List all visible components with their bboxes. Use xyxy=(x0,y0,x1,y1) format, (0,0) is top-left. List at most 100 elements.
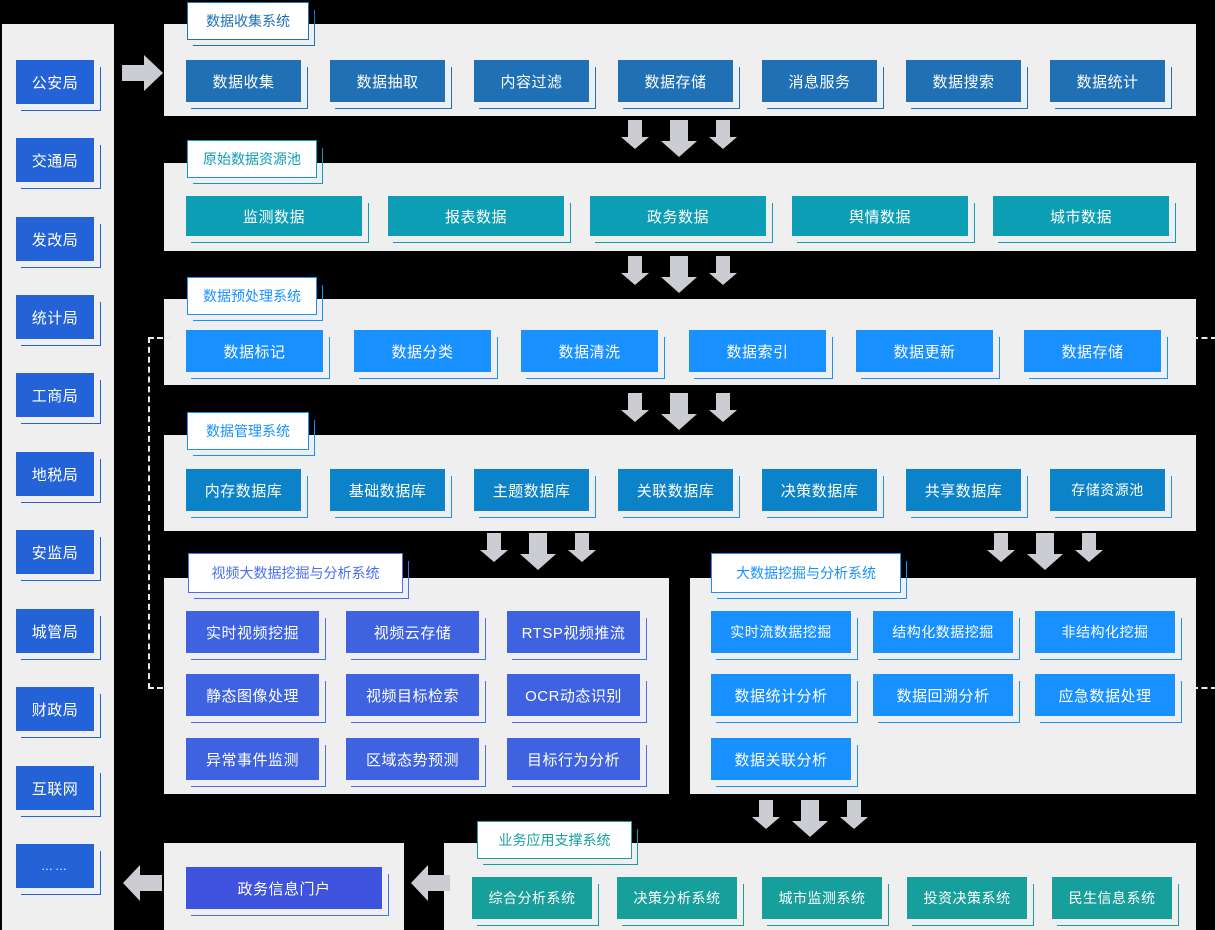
block-data-collection-0[interactable]: 数据收集 xyxy=(186,60,301,102)
sidebar-item-8[interactable]: 财政局 xyxy=(16,687,94,731)
block-video-mining-7[interactable]: 区域态势预测 xyxy=(346,738,479,780)
block-label: 民生信息系统 xyxy=(1068,890,1156,906)
block-video-mining-1[interactable]: 视频云存储 xyxy=(346,611,479,653)
block-label: 消息服务 xyxy=(788,73,851,91)
block-data-preprocess-3[interactable]: 数据索引 xyxy=(689,330,826,372)
arrow-down-icon xyxy=(839,800,869,830)
block-bigdata-mining-0[interactable]: 实时流数据挖掘 xyxy=(711,611,851,653)
block-video-mining-3[interactable]: 静态图像处理 xyxy=(186,674,319,716)
sidebar-item-9[interactable]: 互联网 xyxy=(16,766,94,810)
block-label: 数据分类 xyxy=(391,343,454,361)
block-label: 结构化数据挖掘 xyxy=(892,624,994,640)
block-raw-data-pool-4[interactable]: 城市数据 xyxy=(993,196,1169,236)
block-face xyxy=(16,60,94,104)
block-video-mining-6[interactable]: 异常事件监测 xyxy=(186,738,319,780)
block-data-preprocess-5[interactable]: 数据存储 xyxy=(1024,330,1161,372)
sidebar-item-label: 安监局 xyxy=(31,544,79,562)
block-face xyxy=(762,469,877,511)
arrow-down-icon xyxy=(708,120,738,150)
block-data-collection-4[interactable]: 消息服务 xyxy=(762,60,877,102)
block-face xyxy=(16,530,94,574)
block-business-support-2[interactable]: 城市监测系统 xyxy=(762,877,882,919)
block-label: 异常事件监测 xyxy=(205,751,299,769)
sidebar-item-2[interactable]: 发改局 xyxy=(16,217,94,261)
section-title-label: 数据预处理系统 xyxy=(203,288,301,304)
block-data-preprocess-4[interactable]: 数据更新 xyxy=(856,330,993,372)
block-face xyxy=(507,738,640,780)
block-face xyxy=(762,877,882,919)
block-video-mining-0[interactable]: 实时视频挖掘 xyxy=(186,611,319,653)
block-raw-data-pool-2[interactable]: 政务数据 xyxy=(590,196,766,236)
block-business-support-0[interactable]: 综合分析系统 xyxy=(472,877,592,919)
block-label: 共享数据库 xyxy=(924,482,1003,500)
arrow-down-icon xyxy=(620,393,650,423)
block-label: 数据存储 xyxy=(644,73,707,91)
sidebar-item-1[interactable]: 交通局 xyxy=(16,138,94,182)
sidebar-item-4[interactable]: 工商局 xyxy=(16,373,94,417)
block-data-preprocess-2[interactable]: 数据清洗 xyxy=(521,330,658,372)
block-face xyxy=(186,674,319,716)
block-face xyxy=(16,687,94,731)
section-title-label: 大数据挖掘与分析系统 xyxy=(736,565,876,581)
block-data-collection-1[interactable]: 数据抽取 xyxy=(330,60,445,102)
arrow-down-icon xyxy=(1074,533,1104,563)
block-face xyxy=(346,674,479,716)
sidebar-item-10[interactable]: …… xyxy=(16,844,94,888)
arrow-down-icon xyxy=(660,120,698,158)
block-label: 内容过滤 xyxy=(500,73,563,91)
block-data-management-3[interactable]: 关联数据库 xyxy=(618,469,733,511)
sidebar-item-5[interactable]: 地税局 xyxy=(16,452,94,496)
block-raw-data-pool-1[interactable]: 报表数据 xyxy=(388,196,564,236)
section-title-video-mining: 视频大数据挖掘与分析系统 xyxy=(188,553,409,599)
block-data-collection-3[interactable]: 数据存储 xyxy=(618,60,733,102)
sidebar-item-7[interactable]: 城管局 xyxy=(16,609,94,653)
block-bigdata-mining-1[interactable]: 结构化数据挖掘 xyxy=(873,611,1013,653)
block-raw-data-pool-3[interactable]: 舆情数据 xyxy=(792,196,968,236)
block-video-mining-8[interactable]: 目标行为分析 xyxy=(507,738,640,780)
block-face xyxy=(346,611,479,653)
block-face xyxy=(16,766,94,810)
sidebar-item-label: 城管局 xyxy=(31,623,79,641)
block-video-mining-5[interactable]: OCR动态识别 xyxy=(507,674,640,716)
block-data-collection-6[interactable]: 数据统计 xyxy=(1050,60,1165,102)
block-label: 数据搜索 xyxy=(932,73,995,91)
section-title-data-collection: 数据收集系统 xyxy=(187,2,315,46)
arrow-down-icon xyxy=(1026,533,1064,571)
sidebar-item-0[interactable]: 公安局 xyxy=(16,60,94,104)
block-face xyxy=(618,60,733,102)
block-portal-0[interactable]: 政务信息门户 xyxy=(186,867,382,909)
block-data-management-0[interactable]: 内存数据库 xyxy=(186,469,301,511)
block-face xyxy=(1024,330,1161,372)
block-data-management-1[interactable]: 基础数据库 xyxy=(330,469,445,511)
block-business-support-4[interactable]: 民生信息系统 xyxy=(1052,877,1172,919)
arrow-down-icon xyxy=(620,120,650,150)
block-data-management-5[interactable]: 共享数据库 xyxy=(906,469,1021,511)
block-business-support-3[interactable]: 投资决策系统 xyxy=(907,877,1027,919)
section-title-raw-data-pool: 原始数据资源池 xyxy=(187,140,323,184)
section-title-bigdata-mining: 大数据挖掘与分析系统 xyxy=(711,553,907,599)
sidebar-item-3[interactable]: 统计局 xyxy=(16,295,94,339)
block-data-management-6[interactable]: 存储资源池 xyxy=(1050,469,1165,511)
block-bigdata-mining-2[interactable]: 非结构化挖掘 xyxy=(1035,611,1175,653)
block-business-support-1[interactable]: 决策分析系统 xyxy=(617,877,737,919)
sidebar-item-6[interactable]: 安监局 xyxy=(16,530,94,574)
block-data-collection-2[interactable]: 内容过滤 xyxy=(474,60,589,102)
block-label: 应急数据处理 xyxy=(1058,687,1152,705)
block-data-collection-5[interactable]: 数据搜索 xyxy=(906,60,1021,102)
block-bigdata-mining-5[interactable]: 应急数据处理 xyxy=(1035,674,1175,716)
block-raw-data-pool-0[interactable]: 监测数据 xyxy=(186,196,362,236)
block-bigdata-mining-3[interactable]: 数据统计分析 xyxy=(711,674,851,716)
block-face xyxy=(762,60,877,102)
block-face xyxy=(873,611,1013,653)
block-label: 综合分析系统 xyxy=(488,890,576,906)
block-video-mining-4[interactable]: 视频目标检索 xyxy=(346,674,479,716)
block-label: 目标行为分析 xyxy=(526,751,620,769)
block-data-preprocess-1[interactable]: 数据分类 xyxy=(354,330,491,372)
block-data-management-4[interactable]: 决策数据库 xyxy=(762,469,877,511)
block-data-preprocess-0[interactable]: 数据标记 xyxy=(186,330,323,372)
block-video-mining-2[interactable]: RTSP视频推流 xyxy=(507,611,640,653)
block-label: 数据收集 xyxy=(212,73,275,91)
block-bigdata-mining-4[interactable]: 数据回溯分析 xyxy=(873,674,1013,716)
block-data-management-2[interactable]: 主题数据库 xyxy=(474,469,589,511)
block-bigdata-mining-6[interactable]: 数据关联分析 xyxy=(711,738,851,780)
